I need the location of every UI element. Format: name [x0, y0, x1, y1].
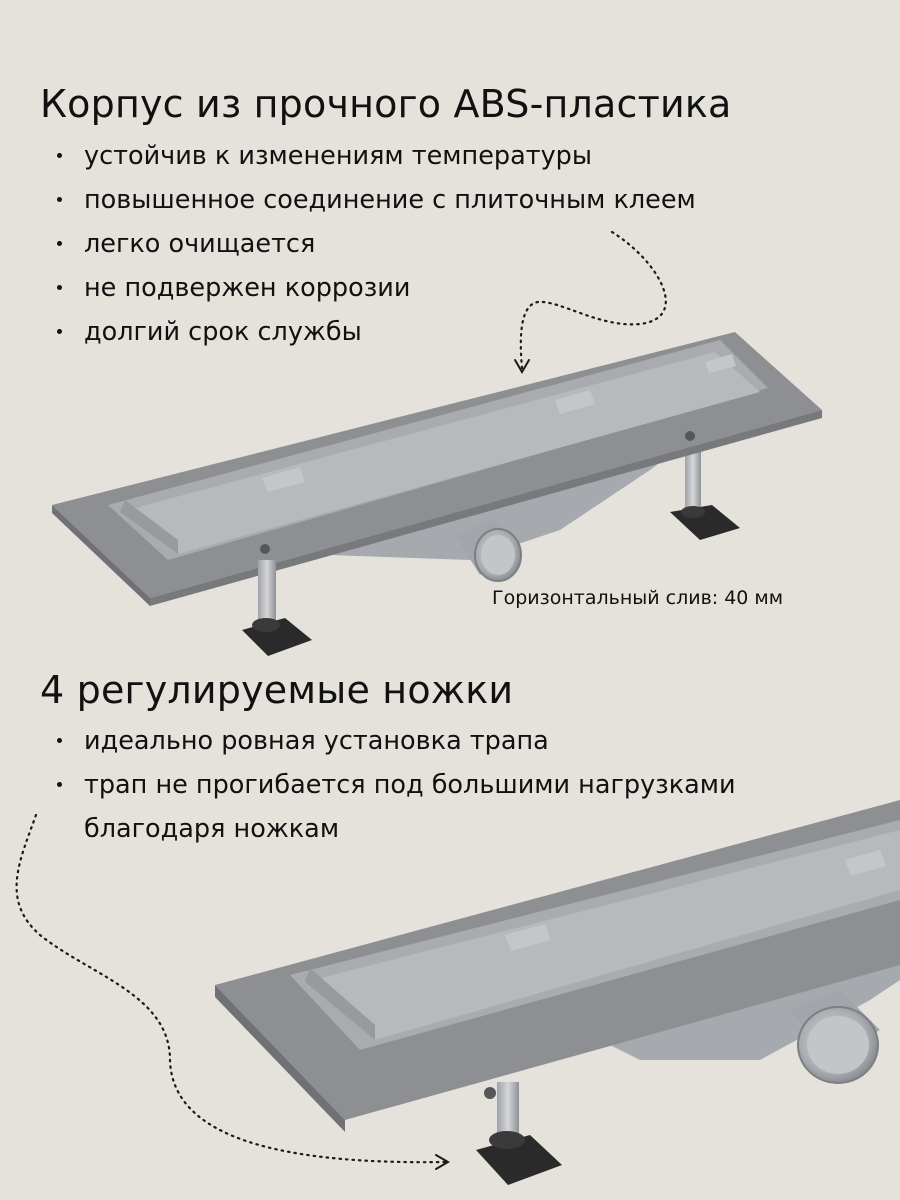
- bullet-text: трап не прогибается под большими нагрузк…: [84, 770, 736, 800]
- bullet-dot-icon: [57, 782, 62, 787]
- bullet-dot-icon: [57, 738, 62, 743]
- bullet-text: не подвержен коррозии: [84, 273, 411, 303]
- list-item: устойчив к изменениям температуры: [0, 134, 696, 178]
- dotted-arrow-bottom: [15, 813, 450, 1170]
- bullet-text: долгий срок службы: [84, 317, 362, 347]
- bullet-text: повышенное соединение с плиточным клеем: [84, 185, 696, 215]
- bullet-text: идеально ровная установка трапа: [84, 726, 549, 756]
- drain-bottom: [215, 800, 900, 1185]
- adjustable-foot-icon: [670, 505, 740, 540]
- list-item: трап не прогибается под большими нагрузк…: [0, 763, 736, 807]
- bullet-dot-icon: [57, 153, 62, 158]
- bullet-dot-icon: [57, 197, 62, 202]
- list-item: легко очищается: [0, 222, 696, 266]
- list-item: повышенное соединение с плиточным клеем: [0, 178, 696, 222]
- bullet-text: устойчив к изменениям температуры: [84, 141, 592, 171]
- drain-outlet-caption: Горизонтальный слив: 40 мм: [492, 587, 784, 609]
- section2-bullet-list: идеально ровная установка трапа трап не …: [0, 719, 736, 851]
- section1-title: Корпус из прочного ABS-пластика: [40, 82, 732, 126]
- section1-bullet-list: устойчив к изменениям температуры повыше…: [0, 134, 696, 354]
- drain-top: [52, 332, 822, 656]
- bullet-text: легко очищается: [84, 229, 316, 259]
- bullet-continuation: благодаря ножкам: [84, 814, 340, 844]
- bullet-dot-icon: [57, 329, 62, 334]
- list-item: не подвержен коррозии: [0, 266, 696, 310]
- bullet-dot-icon: [57, 285, 62, 290]
- list-item: идеально ровная установка трапа: [0, 719, 736, 763]
- bullet-dot-icon: [57, 241, 62, 246]
- section2-title: 4 регулируемые ножки: [40, 668, 514, 712]
- list-item: долгий срок службы: [0, 310, 696, 354]
- dotted-arrow-top: [514, 230, 667, 374]
